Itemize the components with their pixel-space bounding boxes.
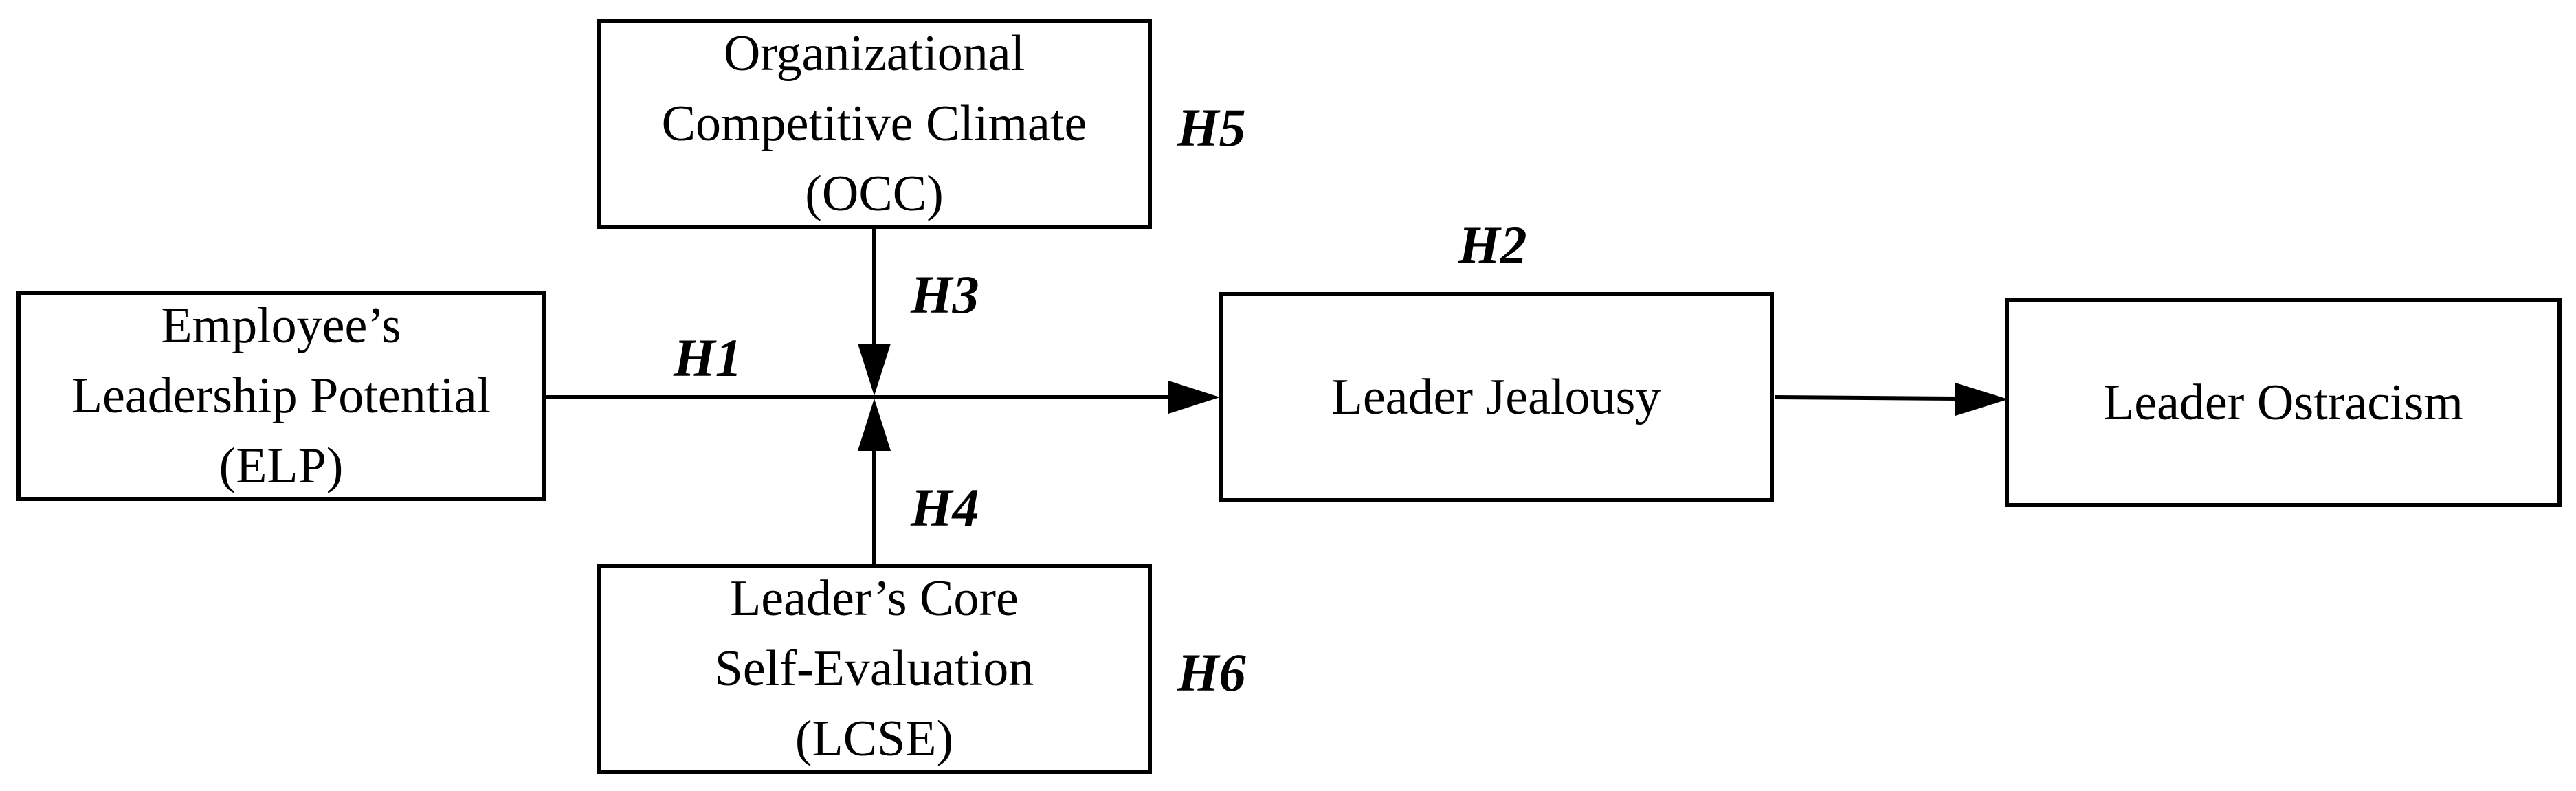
hypothesis-h3-label: H3 — [911, 265, 979, 324]
lcse-label-line-3: (LCSE) — [795, 711, 954, 767]
leader-ostracism-label: Leader Ostracism — [2103, 374, 2463, 431]
elp-label-line-3: (ELP) — [219, 438, 344, 494]
elp-label-line-2: Leadership Potential — [71, 368, 491, 424]
occ-moderator-arrowhead — [858, 344, 891, 396]
hypothesis-h1-label: H1 — [674, 328, 742, 388]
lcse-moderator-arrowhead — [858, 399, 891, 451]
lcse-box: Leader’s Core Self-Evaluation (LCSE) — [597, 564, 1152, 774]
leader-jealousy-box: Leader Jealousy — [1219, 292, 1774, 502]
leader-ostracism-box: Leader Ostracism — [2005, 298, 2562, 507]
elp-box: Employee’s Leadership Potential (ELP) — [16, 291, 546, 501]
hypothesis-h5-label: H5 — [1177, 98, 1246, 157]
occ-label-line-2: Competitive Climate — [661, 96, 1087, 152]
jealousy-to-ostracism-arrowhead — [1955, 383, 2008, 416]
lcse-label-line-2: Self-Evaluation — [714, 640, 1034, 697]
leader-jealousy-label: Leader Jealousy — [1331, 368, 1661, 425]
jealousy-to-ostracism-line — [1774, 395, 1959, 401]
occ-box: Organizational Competitive Climate (OCC) — [597, 19, 1152, 229]
occ-label-line-1: Organizational — [723, 25, 1025, 82]
hypothesis-h2-label: H2 — [1458, 215, 1527, 275]
lcse-label-line-1: Leader’s Core — [730, 570, 1019, 627]
hypothesis-h6-label: H6 — [1177, 643, 1246, 702]
elp-label-line-1: Employee’s — [161, 298, 401, 354]
occ-label-line-3: (OCC) — [805, 166, 944, 222]
elp-to-jealousy-arrowhead — [1168, 381, 1220, 414]
hypothesis-h4-label: H4 — [911, 478, 979, 537]
